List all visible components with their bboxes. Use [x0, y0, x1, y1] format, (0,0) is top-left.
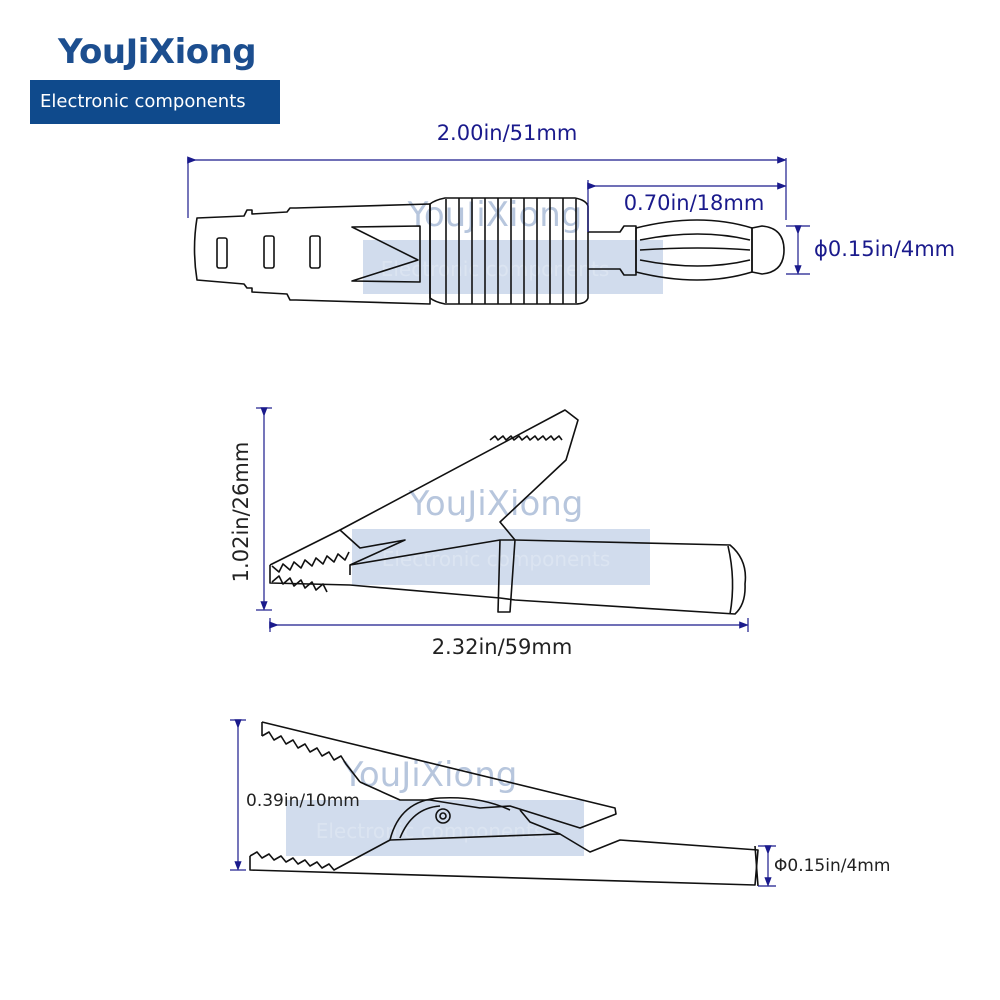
- svg-text:YouJiXiong: YouJiXiong: [407, 195, 583, 235]
- bare-clip-jaw-label: 0.39in/10mm: [246, 791, 360, 811]
- svg-text:YouJiXiong: YouJiXiong: [408, 484, 584, 524]
- svg-text:Electronic components: Electronic components: [381, 257, 610, 281]
- plug-pin-length-label: 0.70in/18mm: [624, 191, 765, 215]
- brand-name: YouJiXiong: [58, 32, 257, 72]
- insulated-clip-dimensions: [256, 407, 749, 632]
- brand-subtitle: Electronic components: [30, 80, 280, 124]
- bare-clip-diameter-label: Φ0.15in/4mm: [774, 856, 890, 876]
- svg-text:Electronic components: Electronic components: [316, 819, 545, 843]
- bare-clip-dimensions: [230, 719, 776, 887]
- svg-text:Electronic components: Electronic components: [382, 547, 611, 571]
- insulated-alligator-clip: [269, 409, 747, 615]
- insulated-clip-length-label: 2.32in/59mm: [432, 635, 573, 659]
- insulated-clip-height-label: 1.02in/26mm: [229, 442, 253, 583]
- plug-pin-diameter-label: ϕ0.15in/4mm: [814, 237, 955, 261]
- svg-text:YouJiXiong: YouJiXiong: [342, 755, 518, 795]
- bare-alligator-clip: [249, 721, 759, 887]
- brand-logo: YouJiXiong Electronic components: [30, 30, 280, 124]
- plug-dimensions: [187, 156, 810, 275]
- plug-overall-length-label: 2.00in/51mm: [437, 121, 578, 145]
- banana-plug: [193, 197, 785, 305]
- watermark-2: YouJiXiong Electronic components: [352, 484, 650, 585]
- watermark-1: YouJiXiong Electronic components: [363, 195, 663, 294]
